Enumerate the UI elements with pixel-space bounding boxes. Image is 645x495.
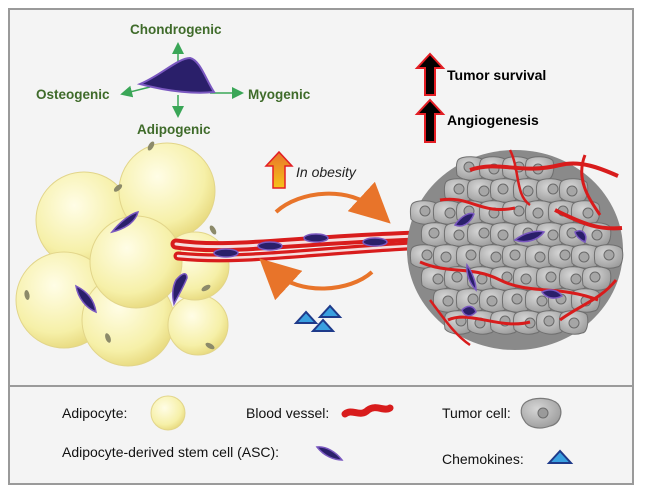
asc-cell (466, 262, 477, 292)
label-osteogenic: Osteogenic (36, 87, 110, 102)
asc-cell (513, 230, 546, 243)
up-arrow-icon (414, 52, 446, 96)
label-in-obesity: In obesity (296, 164, 356, 180)
adipocyte-legend-icon (150, 395, 186, 431)
tumor-cell-legend-icon (520, 397, 562, 429)
legend-tumor-cell-label: Tumor cell: (442, 405, 511, 421)
tumor-cell (570, 244, 601, 269)
asc-cell (213, 248, 239, 258)
tumor-cell (501, 200, 532, 225)
up-arrow-icon (414, 98, 446, 143)
effect-arrows (414, 52, 446, 143)
tumor-cell (535, 310, 566, 335)
asc-cell (257, 241, 283, 251)
curved-arrow-right-icon (274, 181, 391, 224)
tumor-cell (593, 244, 624, 269)
chemokine-icon (317, 304, 343, 318)
legend-asc-label: Adipocyte-derived stem cell (ASC): (62, 444, 280, 460)
tumor-cell (466, 310, 497, 335)
blood-vessel-legend-icon (341, 404, 394, 418)
tumor-cell (420, 266, 451, 291)
label-angiogenesis: Angiogenesis (447, 112, 539, 128)
adipocyte-cluster (15, 141, 230, 367)
asc-cell (461, 305, 477, 317)
tumor-cell (512, 178, 543, 203)
tumor-cell (443, 178, 474, 203)
label-tumor-survival: Tumor survival (447, 67, 547, 83)
legend-blood-vessel-label: Blood vessel: (246, 405, 330, 421)
tumor-cell (443, 222, 474, 247)
tumor-cell (512, 266, 543, 291)
arrow-left-icon (120, 85, 151, 98)
tumor-cell (478, 244, 509, 269)
label-myogenic: Myogenic (248, 87, 311, 102)
adipocyte (89, 215, 183, 309)
adipocyte-nucleus (147, 141, 155, 151)
asc-cell (75, 284, 97, 314)
obesity-arrow-icon (264, 150, 294, 189)
chemokine-icon (310, 318, 336, 332)
tumor-cell (443, 266, 474, 291)
asc-cell (453, 212, 475, 227)
label-adipogenic: Adipogenic (137, 122, 211, 137)
blood-vessel (170, 230, 426, 263)
adipocyte (167, 294, 229, 356)
asc-cell (574, 230, 587, 243)
legend-chemokines-label: Chemokines: (442, 451, 524, 467)
adipocyte-nucleus (209, 225, 217, 235)
tumor-cell (524, 200, 555, 225)
chemokine-legend-icon (546, 449, 574, 464)
legend-adipocyte-label: Adipocyte: (62, 405, 128, 421)
tumor-cell (466, 222, 497, 247)
adipocyte-nucleus (201, 284, 211, 292)
asc-cell (540, 289, 564, 299)
asc-cell (303, 233, 329, 243)
adipocyte-nucleus (105, 333, 111, 343)
adipocyte-nucleus (113, 184, 123, 192)
tumor-cell (489, 222, 520, 247)
asc-cell-large (136, 56, 216, 94)
tumor-cell (558, 310, 589, 335)
label-chondrogenic: Chondrogenic (130, 22, 222, 37)
chemokine-group (293, 304, 343, 332)
asc-cell (171, 273, 188, 307)
tumor-cell (455, 244, 486, 269)
asc-differentiation-group (120, 42, 244, 118)
tumor-mass (407, 149, 624, 350)
asc-legend-icon (315, 446, 344, 461)
migration-arrows (259, 181, 391, 301)
chemokine-icon (293, 310, 319, 324)
legend-icons (150, 395, 574, 464)
curved-arrow-left-icon (259, 258, 374, 301)
tumor-cell (581, 266, 612, 291)
tumor-cell (501, 288, 532, 313)
adipocyte-nucleus (205, 342, 215, 350)
adipocyte-nucleus (24, 290, 30, 300)
tumor-cell (535, 222, 566, 247)
asc-cell (110, 210, 140, 234)
asc-cell (362, 237, 388, 247)
tumor-cell (432, 288, 463, 313)
tumor-cell (478, 288, 509, 313)
tumor-cell (535, 266, 566, 291)
